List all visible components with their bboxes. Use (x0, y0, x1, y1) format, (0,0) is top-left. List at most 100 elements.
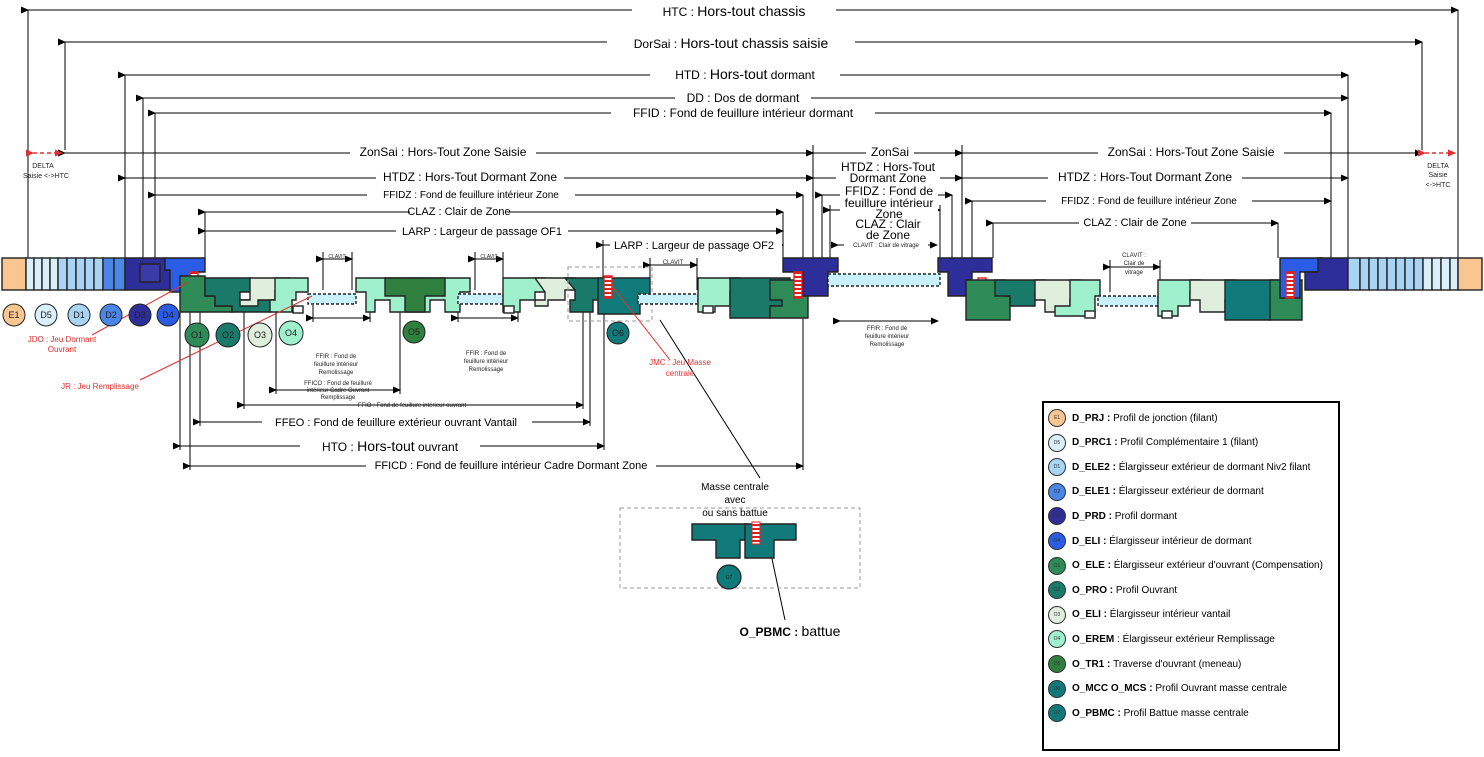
zonsai-left-label: ZonSai : Hors-Tout Zone Saisie (360, 145, 527, 159)
dd-label: DD : Dos de dormant (687, 91, 800, 105)
legend-badge-icon: O5 (1048, 655, 1066, 673)
jdo-label-line1: JDO : Jeu Dormant (28, 335, 97, 344)
htdz-middle-label-line1: HTDZ : Hors-Tout (841, 160, 936, 174)
legend-text: Élargisseur extérieur d'ouvrant (Compens… (1113, 560, 1323, 572)
badge-d1-label: D1 (73, 310, 85, 320)
profile-badges: E1 D5 D1 D2 D3 D4 O1 O2 O3 O4 O5 O6 (2, 303, 630, 348)
htc-label: HTC : Hors-tout chassis (663, 3, 806, 19)
badge-o2-label: O2 (222, 330, 234, 340)
ffir-label2-line2: feuillure intérieur (464, 359, 508, 365)
legend-item: D4 D_ELI : Élargisseur intérieur de dorma… (1048, 530, 1252, 552)
clavit-label-3: CLAVIT (663, 260, 684, 266)
masse-centrale-detail: O7 (619, 507, 861, 590)
legend-code: O_ELE : (1072, 560, 1114, 572)
legend-code: O_PRO : (1072, 584, 1116, 596)
badge-d5-label: D5 (40, 310, 52, 320)
clavit-right-label-line2: Clair de (1124, 261, 1145, 267)
legend-code: D_PRD : (1072, 510, 1115, 522)
legend-text: Profil de jonction (filant) (1113, 412, 1218, 424)
legend-code: O_TR1 : (1072, 658, 1114, 670)
legend-code: O_MCC O_MCS : (1072, 683, 1156, 695)
zonsai-middle-label: ZonSai (871, 145, 909, 159)
claz-middle-label-line2: de Zone (866, 228, 910, 242)
legend-code: O_EREM (1072, 633, 1115, 645)
badge-o1 (184, 322, 210, 348)
legend-text: Élargisseur intérieur de dormant (1109, 535, 1252, 547)
badge-d3 (128, 303, 152, 327)
ffidz-middle-label-line3: Zone (875, 207, 903, 221)
legend-badge-icon: O6 (1048, 679, 1066, 698)
zonsai-right-label: ZonSai : Hors-Tout Zone Saisie (1108, 145, 1275, 159)
clavit-right-label-line1: CLAVIT : (1122, 253, 1146, 259)
legend-item: O1 O_ELE : Élargisseur extérieur d'ouvran… (1048, 555, 1323, 577)
badge-o3 (247, 322, 273, 348)
legend-code: D_ELE2 : (1072, 461, 1119, 473)
dorsai-label: DorSai : Hors-tout chassis saisie (634, 35, 829, 51)
ffico-label-line1: FFICO : Fond de feuilluré (304, 381, 372, 387)
fficd-label: FFICD : Fond de feuillure intérieur Cadr… (375, 460, 648, 472)
legend-badge-icon: D1 (1048, 458, 1066, 477)
badge-e1-label: E1 (8, 310, 19, 320)
frame-profile-middle-left (782, 257, 839, 297)
legend-text: Profil Ouvrant masse centrale (1155, 683, 1288, 695)
badge-o4-label: O4 (285, 328, 297, 338)
dimension-labels: HTC : Hors-tout chassis DorSai : Hors-to… (275, 3, 1275, 472)
ffid-label: FFID : Fond de feuillure intérieur dorma… (633, 106, 854, 120)
hto-label: HTO : Hors-tout ouvrant (322, 438, 459, 454)
ffir-right-label-line3: Remolissage (870, 342, 905, 348)
legend-text: Profil Battue masse centrale (1123, 707, 1249, 719)
legend-code: D_ELI : (1072, 535, 1110, 547)
legend-code: O_PBMC : (1072, 707, 1124, 719)
small-labels: CLAVIT CLAVIT CLAVIT CLAVIT : Clair de v… (23, 163, 1450, 409)
ffeo-label: FFEO : Fond de feuillure extérieur ouvra… (275, 417, 517, 429)
legend-text: Élargisseur extérieur de dormant (1118, 486, 1264, 498)
badge-o5 (402, 320, 426, 344)
jr-label: JR : Jeu Remplissage (61, 382, 139, 391)
legend-badge-icon: D4 (1048, 532, 1066, 550)
legend-badge-icon: O1 (1048, 556, 1066, 575)
badge-d4-label: D4 (162, 310, 174, 320)
ffidz-middle-label-line2: feuillure intérieur (845, 196, 934, 210)
legend-text: Traverse d'ouvrant (meneau) (1113, 658, 1242, 670)
badge-o6-label: O6 (612, 328, 624, 338)
junction-profile-left (1, 257, 27, 291)
badge-o2 (215, 322, 241, 348)
profile-section (1, 257, 1483, 322)
badge-d5 (34, 303, 58, 327)
delta-left-line1: DELTA (32, 163, 54, 170)
badge-d3-label: D3 (134, 310, 146, 320)
delta-right-line3: <->HTC (1426, 182, 1451, 189)
larp-of2-label: LARP : Largeur de passage OF2 (614, 240, 774, 252)
legend-badge-icon: D3 (1048, 507, 1066, 526)
clavit-label-2: CLAVIT (480, 254, 497, 260)
legend-badge-icon: D5 (1048, 433, 1066, 452)
junction-profile-right (1457, 257, 1483, 291)
badge-d2 (99, 303, 123, 327)
legend-text: Élargisseur intérieur vantail (1109, 609, 1231, 621)
masse-title-line1: Masse centrale (701, 482, 769, 493)
badge-o4 (278, 320, 304, 346)
legend-code: O_ELI : (1072, 609, 1110, 621)
delta-right-line1: DELTA (1427, 163, 1449, 170)
badge-o7-detail (716, 564, 742, 590)
ffir-label2-line3: Remolissage (469, 367, 504, 373)
badge-o3-label: O3 (254, 330, 266, 340)
ffico-label-line3: Remplissage (321, 395, 356, 401)
legend-text: Profil Complémentaire 1 (filant) (1120, 437, 1259, 449)
ffir-label2-line1: FFIR : Fond de (466, 351, 507, 357)
legend-badge-icon: E1 (1048, 409, 1066, 427)
masse-centrale-labels: Masse centrale avec ou sans battue O_PBM… (701, 482, 841, 639)
larp-of1-label: LARP : Largeur de passage OF1 (402, 226, 562, 238)
glazing-1 (307, 293, 357, 305)
legend-badge-icon: O7 (1048, 704, 1066, 723)
htdz-right-label: HTDZ : Hors-Tout Dormant Zone (1058, 170, 1232, 184)
claz-middle-label-line1: CLAZ : Clair (855, 217, 920, 231)
